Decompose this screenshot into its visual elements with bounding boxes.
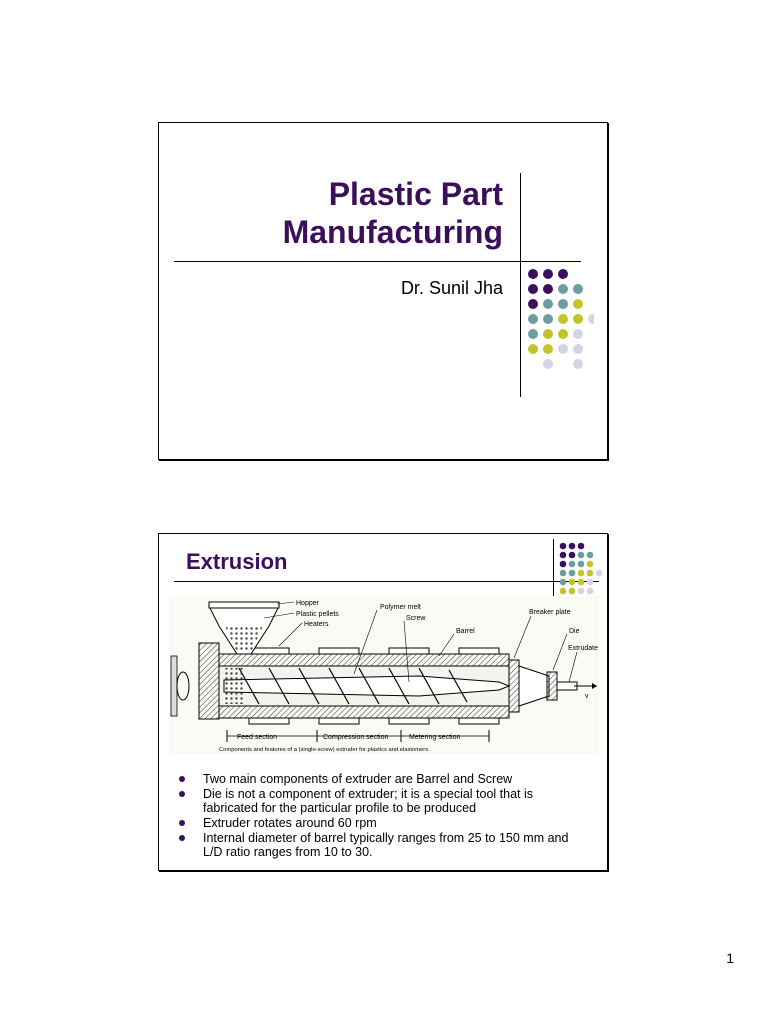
dot-grid-icon [559, 542, 603, 595]
title-line-2: Manufacturing [282, 214, 503, 250]
extrusion-slide: Extrusion [158, 533, 608, 871]
label-breaker: Breaker plate [529, 609, 571, 616]
bullet-list: Two main components of extruder are Barr… [179, 772, 589, 860]
label-metering: Metering section [409, 734, 460, 741]
label-compression: Compression section [323, 734, 388, 741]
horizontal-divider [174, 581, 599, 582]
figure-caption: Components and features of a (single-scr… [219, 747, 430, 753]
label-pellets: Plastic pellets [296, 611, 339, 618]
author-name: Dr. Sunil Jha [400, 278, 503, 298]
bullet-item: Die is not a component of extruder; it i… [179, 787, 589, 815]
dot-grid-icon [528, 269, 594, 369]
label-melt: Polymer melt [380, 604, 421, 611]
vertical-divider [553, 539, 554, 605]
label-die: Die [569, 628, 580, 635]
label-extrudate: Extrudate [568, 645, 598, 652]
label-heaters: Heaters [304, 621, 329, 628]
slide-title: Extrusion [186, 549, 288, 574]
bullet-item: Two main components of extruder are Barr… [179, 772, 589, 786]
horizontal-divider [174, 261, 581, 262]
label-screw: Screw [406, 615, 426, 622]
page-number: 1 [726, 950, 734, 966]
extruder-diagram: Hopper Plastic pellets Heaters Polymer m… [169, 596, 599, 754]
title-line-1: Plastic Part [328, 176, 503, 212]
bullet-item: Internal diameter of barrel typically ra… [179, 831, 589, 859]
label-hopper: Hopper [296, 600, 320, 607]
label-feed: Feed section [237, 734, 277, 741]
label-v: v [585, 693, 589, 700]
label-barrel: Barrel [456, 628, 475, 635]
vertical-divider [520, 173, 521, 397]
slide-title: Plastic Part Manufacturing [283, 175, 503, 251]
title-slide: Plastic Part Manufacturing Dr. Sunil Jha [158, 122, 608, 460]
bullet-item: Extruder rotates around 60 rpm [179, 816, 589, 830]
